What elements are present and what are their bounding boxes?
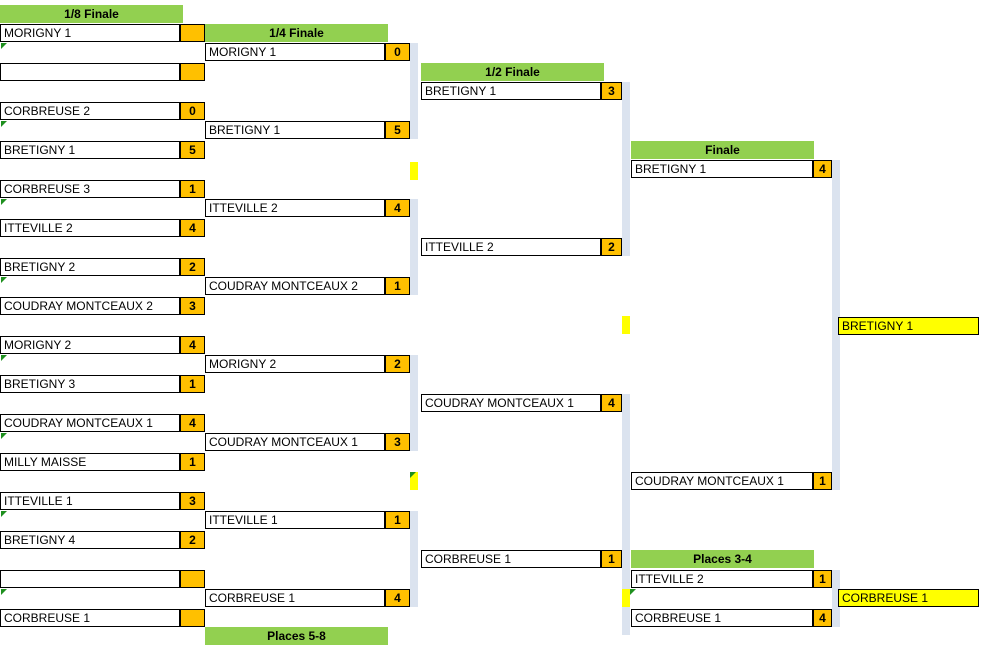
qf-team-3[interactable]: ITTEVILLE 2 (205, 199, 385, 217)
comment-marker (1, 277, 7, 283)
r16-team-7[interactable]: BRETIGNY 2 (0, 258, 180, 276)
connector (410, 511, 418, 607)
qf-team-2[interactable]: BRETIGNY 1 (205, 121, 385, 139)
progress-marker (622, 589, 630, 607)
header-sf: 1/2 Finale (421, 63, 604, 81)
r16-team-12[interactable]: MILLY MAISSE (0, 453, 180, 471)
r16-score-15[interactable] (180, 570, 205, 588)
qf-team-8[interactable]: CORBREUSE 1 (205, 589, 385, 607)
final-team-1[interactable]: BRETIGNY 1 (631, 160, 813, 178)
qf-score-4[interactable]: 1 (385, 277, 410, 295)
progress-marker (410, 162, 418, 180)
connector (832, 160, 840, 490)
qf-team-5[interactable]: MORIGNY 2 (205, 355, 385, 373)
r16-score-2[interactable] (180, 63, 205, 81)
r16-team-11[interactable]: COUDRAY MONTCEAUX 1 (0, 414, 180, 432)
r16-team-2[interactable] (0, 63, 180, 81)
r16-team-4[interactable]: BRETIGNY 1 (0, 141, 180, 159)
comment-marker (1, 199, 7, 205)
qf-team-6[interactable]: COUDRAY MONTCEAUX 1 (205, 433, 385, 451)
qf-score-2[interactable]: 5 (385, 121, 410, 139)
comment-marker (1, 121, 7, 127)
r16-score-8[interactable]: 3 (180, 297, 205, 315)
sf-team-2[interactable]: ITTEVILLE 2 (421, 238, 601, 256)
r16-score-5[interactable]: 1 (180, 180, 205, 198)
qf-score-1[interactable]: 0 (385, 43, 410, 61)
comment-marker (1, 589, 7, 595)
progress-marker (622, 316, 630, 334)
sf-score-2[interactable]: 2 (601, 238, 622, 256)
comment-marker (1, 43, 7, 49)
r16-team-13[interactable]: ITTEVILLE 1 (0, 492, 180, 510)
r16-team-1[interactable]: MORIGNY 1 (0, 24, 180, 42)
r16-score-14[interactable]: 2 (180, 531, 205, 549)
header-r16: 1/8 Finale (0, 5, 183, 23)
progress-marker (410, 472, 418, 490)
r16-team-15[interactable] (0, 570, 180, 588)
r16-score-16[interactable] (180, 609, 205, 627)
r16-score-13[interactable]: 3 (180, 492, 205, 510)
third-score-2[interactable]: 4 (813, 609, 832, 627)
r16-score-10[interactable]: 1 (180, 375, 205, 393)
sf-team-1[interactable]: BRETIGNY 1 (421, 82, 601, 100)
connector (832, 570, 840, 627)
qf-score-5[interactable]: 2 (385, 355, 410, 373)
comment-marker (1, 511, 7, 517)
r16-score-12[interactable]: 1 (180, 453, 205, 471)
r16-team-3[interactable]: CORBREUSE 2 (0, 102, 180, 120)
qf-score-3[interactable]: 4 (385, 199, 410, 217)
comment-marker (630, 589, 636, 595)
connector (410, 199, 418, 295)
champion-cell[interactable]: BRETIGNY 1 (838, 317, 979, 335)
qf-team-7[interactable]: ITTEVILLE 1 (205, 511, 385, 529)
r16-team-5[interactable]: CORBREUSE 3 (0, 180, 180, 198)
final-score-2[interactable]: 1 (813, 472, 832, 490)
header-final: Finale (631, 141, 814, 159)
r16-score-4[interactable]: 5 (180, 141, 205, 159)
sf-team-3[interactable]: COUDRAY MONTCEAUX 1 (421, 394, 601, 412)
comment-marker (1, 433, 7, 439)
sf-team-4[interactable]: CORBREUSE 1 (421, 550, 601, 568)
final-team-2[interactable]: COUDRAY MONTCEAUX 1 (631, 472, 813, 490)
sf-score-4[interactable]: 1 (601, 550, 622, 568)
r16-score-1[interactable] (180, 24, 205, 42)
third-score-1[interactable]: 1 (813, 570, 832, 588)
qf-score-7[interactable]: 1 (385, 511, 410, 529)
r16-team-6[interactable]: ITTEVILLE 2 (0, 219, 180, 237)
third-team-2[interactable]: CORBREUSE 1 (631, 609, 813, 627)
r16-score-3[interactable]: 0 (180, 102, 205, 120)
connector (622, 82, 630, 256)
header-third: Places 3-4 (631, 550, 814, 568)
sf-score-3[interactable]: 4 (601, 394, 622, 412)
qf-team-1[interactable]: MORIGNY 1 (205, 43, 385, 61)
final-score-1[interactable]: 4 (813, 160, 832, 178)
connector (622, 394, 630, 635)
comment-marker (410, 472, 416, 478)
r16-score-9[interactable]: 4 (180, 336, 205, 354)
connector (410, 43, 418, 139)
header-qf: 1/4 Finale (205, 24, 388, 42)
r16-team-9[interactable]: MORIGNY 2 (0, 336, 180, 354)
r16-team-10[interactable]: BRETIGNY 3 (0, 375, 180, 393)
comment-marker (1, 355, 7, 361)
r16-team-16[interactable]: CORBREUSE 1 (0, 609, 180, 627)
r16-team-8[interactable]: COUDRAY MONTCEAUX 2 (0, 297, 180, 315)
r16-score-11[interactable]: 4 (180, 414, 205, 432)
r16-team-14[interactable]: BRETIGNY 4 (0, 531, 180, 549)
qf-team-4[interactable]: COUDRAY MONTCEAUX 2 (205, 277, 385, 295)
third-team-1[interactable]: ITTEVILLE 2 (631, 570, 813, 588)
r16-score-7[interactable]: 2 (180, 258, 205, 276)
r16-score-6[interactable]: 4 (180, 219, 205, 237)
sf-score-1[interactable]: 3 (601, 82, 622, 100)
header-fifth: Places 5-8 (205, 627, 388, 645)
third-place-cell[interactable]: CORBREUSE 1 (838, 589, 979, 607)
connector (410, 355, 418, 451)
qf-score-6[interactable]: 3 (385, 433, 410, 451)
qf-score-8[interactable]: 4 (385, 589, 410, 607)
